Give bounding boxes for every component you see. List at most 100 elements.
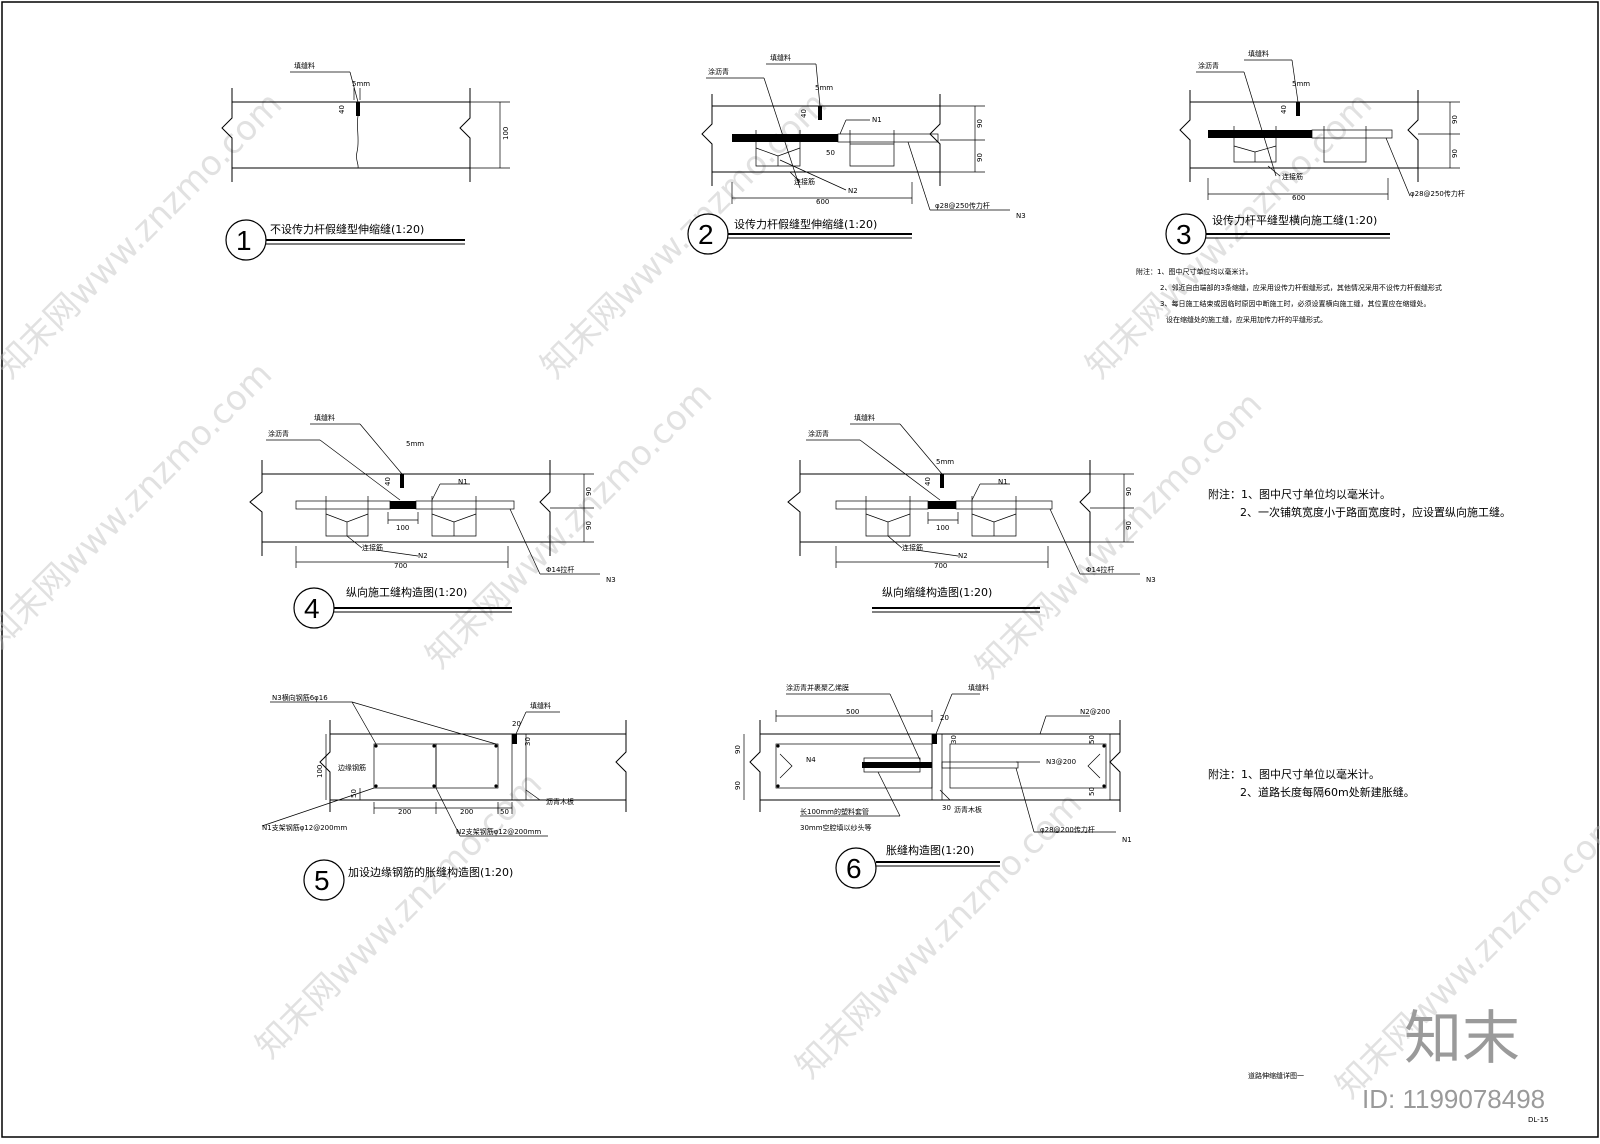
callout-n2: N2	[958, 552, 968, 560]
sheet-title: 道路伸缩缝详图一	[1248, 1071, 1304, 1080]
callout-filler: 填缝料	[314, 413, 335, 422]
detail-3: 600 90 90 40 5mm 填缝料 涂沥青 连接筋 φ28@250传力杆 …	[1165, 49, 1465, 255]
note-line: 2、一次铺筑宽度小于路面宽度时，应设置纵向施工缝。	[1240, 505, 1511, 519]
callout-filler: 填缝料	[770, 53, 791, 62]
dim-label: 90	[734, 745, 742, 754]
callout-n4: N4	[806, 756, 816, 764]
notes-top: 附注：1、图中尺寸单位均以毫米计。 2、邻近自由端部的3条缩缝，应采用设传力杆假…	[1136, 267, 1442, 324]
dim-label: 600	[1292, 194, 1305, 202]
dim-label: 700	[934, 562, 947, 570]
detail-1: 100 40 5mm 填缝料 1 不设传力杆假缝型伸缩缝(1:20)	[221, 61, 510, 261]
callout-n1: N1	[1122, 836, 1132, 844]
dim-label: 40	[338, 105, 346, 114]
detail-number: 5	[314, 865, 330, 896]
callout-asphalt: 涂沥青	[808, 429, 829, 438]
callout-n2-200: N2@200	[1080, 708, 1110, 716]
dim-label: 90	[734, 781, 742, 790]
detail-5: 100 边缘钢筋 50 200 200 50 20 30 填缝料 N3横向钢筋6…	[261, 693, 627, 901]
callout-dowel: φ28@200传力杆	[1040, 825, 1095, 834]
detail-title: 胀缝构造图(1:20)	[886, 843, 974, 857]
detail-longitudinal-contraction: 100 700 90 90 40 5mm 填缝料 涂沥青 N1 连接筋 N2 Φ…	[787, 413, 1156, 613]
dim-label: 90	[976, 119, 984, 128]
dim-label: 30	[950, 735, 958, 744]
callout-asphalt: 涂沥青	[1198, 61, 1219, 70]
dim-label: 50	[350, 789, 358, 798]
dim-label: 5mm	[352, 80, 370, 88]
dim-label: 90	[976, 153, 984, 162]
callout-n3-transverse: N3横向钢筋6φ16	[272, 693, 328, 702]
detail-title: 纵向施工缝构造图(1:20)	[346, 585, 467, 599]
callout-edge-bar: 边缘钢筋	[338, 763, 366, 772]
dim-label: 90	[1125, 487, 1133, 496]
dim-label: 100	[936, 524, 949, 532]
watermark-brand: 知末	[1404, 1004, 1520, 1072]
dim-label: 100	[502, 127, 510, 140]
dim-label: 50	[1088, 735, 1096, 744]
dim-label: 100	[316, 765, 324, 778]
dim-label: 40	[384, 477, 392, 486]
callout-n3: N3	[606, 576, 616, 584]
dim-label: 90	[585, 521, 593, 530]
callout-asphalt: 涂沥青	[268, 429, 289, 438]
dim-label: 50	[826, 149, 835, 157]
callout-n1-support: N1支架钢筋φ12@200mm	[262, 823, 347, 832]
watermark-text: 知末网www.znzmo.com	[968, 384, 1270, 686]
detail-number-circle	[303, 859, 345, 901]
callout-tie: Φ14拉杆	[1086, 565, 1114, 574]
dim-label: 5mm	[936, 458, 954, 466]
dim-label: 20	[940, 714, 949, 722]
dim-label: 40	[1280, 105, 1288, 114]
dim-label: 90	[585, 487, 593, 496]
callout-filler: 填缝料	[1248, 49, 1269, 58]
callout-asphalt-board: 沥青木板	[954, 805, 982, 814]
callout-n1: N1	[998, 478, 1008, 486]
watermark-text: 知末网www.znzmo.com	[0, 354, 280, 656]
dim-label: 5mm	[815, 84, 833, 92]
detail-4: 100 700 90 90 40 5mm 填缝料 涂沥青 N1 连接筋 N2 Φ…	[249, 413, 616, 629]
detail-title: 不设传力杆假缝型伸缩缝(1:20)	[270, 222, 424, 236]
callout-filler: 填缝料	[294, 61, 315, 70]
callout-sleeve: 长100mm的塑料套管	[800, 807, 869, 816]
callout-n2-support: N2支架钢筋φ12@200mm	[456, 827, 541, 836]
dim-label: 90	[1125, 521, 1133, 530]
callout-dowel: φ28@250传力杆	[935, 201, 990, 210]
callout-dowel: φ28@250传力杆	[1410, 189, 1465, 198]
callout-n3: N3	[1146, 576, 1156, 584]
callout-asphalt-board: 沥青木板	[546, 797, 574, 806]
callout-connector: 连接筋	[1282, 172, 1303, 181]
note-line: 3、每日施工结束或因临时原因中断施工时，必须设置横向施工缝，其位置应在缩缝处。	[1160, 299, 1430, 308]
dim-label: 20	[512, 720, 521, 728]
callout-n1: N1	[458, 478, 468, 486]
detail-title: 纵向缩缝构造图(1:20)	[882, 585, 992, 599]
dim-label: 200	[460, 808, 473, 816]
detail-number-circle	[835, 847, 877, 889]
callout-connector: 连接筋	[362, 543, 383, 552]
callout-asphalt-pe: 涂沥青并裹聚乙烯膜	[786, 683, 849, 692]
callout-n3: N3	[1016, 212, 1026, 220]
detail-number: 6	[846, 853, 862, 884]
note-line: 附注：1、图中尺寸单位均以毫米计。	[1136, 267, 1252, 276]
notes-bottom: 附注：1、图中尺寸单位以毫米计。 2、道路长度每隔60m处新建胀缝。	[1208, 767, 1415, 799]
detail-title: 设传力杆假缝型伸缩缝(1:20)	[734, 217, 877, 231]
callout-n2: N2	[848, 187, 858, 195]
note-line: 附注：1、图中尺寸单位均以毫米计。	[1208, 487, 1391, 501]
dim-label: 40	[924, 477, 932, 486]
dim-label: 40	[800, 109, 808, 118]
watermark-text: 知末网www.znzmo.com	[418, 374, 720, 676]
detail-title: 设传力杆平缝型横向施工缝(1:20)	[1212, 213, 1377, 227]
dim-label: 100	[396, 524, 409, 532]
detail-title: 加设边缘钢筋的胀缝构造图(1:20)	[348, 865, 513, 879]
watermark-id: ID: 1199078498	[1362, 1084, 1545, 1114]
callout-filler: 填缝料	[854, 413, 875, 422]
watermark-text: 知末网www.znzmo.com	[533, 84, 835, 386]
note-line: 2、邻近自由端部的3条缩缝，应采用设传力杆假缝形式，其他情况采用不设传力杆假缝形…	[1160, 283, 1442, 292]
detail-2: 50 600 90 90 40 5mm 填缝料 涂沥青 N1 连接筋 N2 φ2…	[687, 53, 1026, 255]
callout-n1: N1	[872, 116, 882, 124]
dim-label: 90	[1451, 149, 1459, 158]
dim-label: 50	[1088, 787, 1096, 796]
dim-label: 5mm	[406, 440, 424, 448]
callout-cavity: 30mm空腔填以纱头等	[800, 823, 872, 832]
